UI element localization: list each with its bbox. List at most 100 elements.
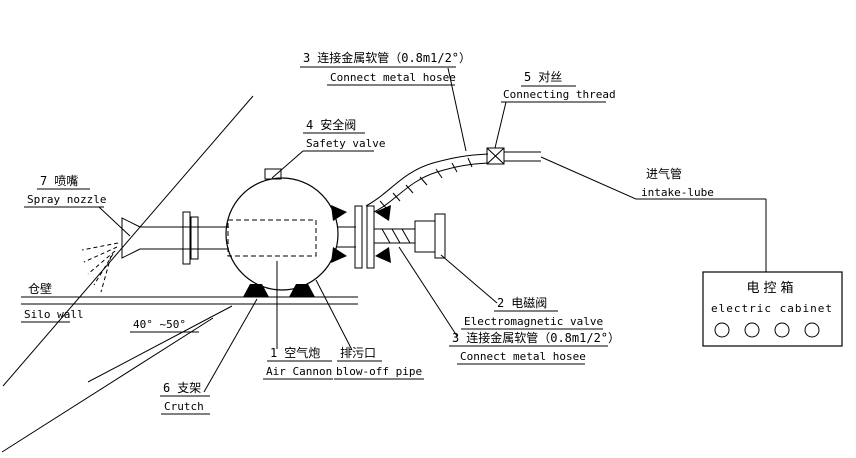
hose-tick <box>379 200 388 210</box>
cabinet-label-en: electric cabinet <box>711 302 833 315</box>
cabinet-label-zh: 电控箱 <box>746 280 797 296</box>
weld-arrow <box>375 205 391 221</box>
hose-curve <box>365 153 489 207</box>
label-mount-angle: 40° ~50° <box>130 318 199 333</box>
hose-hatch <box>401 228 411 244</box>
leader-line <box>203 298 258 393</box>
air-cannon-tank <box>225 168 339 297</box>
spray-nozzle-shape <box>121 217 141 259</box>
label-en: intake-lube <box>641 186 714 199</box>
hose-tick <box>435 168 443 179</box>
label-number: 6 <box>163 381 170 395</box>
label-number: 3 <box>452 331 459 345</box>
label-text: 3 连接金属软管（0.8m1/2°） <box>452 330 620 345</box>
label-number: 3 <box>303 51 310 65</box>
spray-line <box>81 242 119 251</box>
tank-body <box>225 177 339 291</box>
electric-cabinet: 电控箱 electric cabinet <box>702 271 843 347</box>
label-en: Safety valve <box>306 137 385 150</box>
label-en: Electromagnetic valve <box>464 315 603 328</box>
pipe-flange-plate <box>182 211 191 265</box>
cabinet-knob <box>714 322 730 338</box>
label-zh: 连接金属软管（0.8m1/2°） <box>466 330 620 345</box>
mount-angle-line <box>87 305 233 383</box>
label-text: 1 空气炮 <box>270 345 320 360</box>
label-number: 5 <box>524 70 531 84</box>
label-number: 7 <box>40 174 47 188</box>
hose-tick <box>451 162 458 173</box>
cabinet-box <box>702 271 843 347</box>
label-silo-wall: 仓壁 Silo wall <box>21 281 84 323</box>
safety-valve-fitting <box>264 168 282 180</box>
label-zh: 连接金属软管（0.8m1/2°） <box>317 50 471 65</box>
valve-cross <box>486 147 505 165</box>
hose-curve <box>373 162 489 213</box>
discharge-pipe <box>81 211 229 293</box>
label-en: Crutch <box>164 400 204 413</box>
label-connecting-thread: 5 对丝 Connecting thread <box>494 70 616 149</box>
label-number: 2 <box>497 296 504 310</box>
leader-line <box>398 246 458 337</box>
hose-tick <box>467 157 473 168</box>
weld-arrow <box>331 205 347 221</box>
intake-leader-line <box>540 156 637 200</box>
label-zh: 空气炮 <box>284 345 320 360</box>
hose-tick <box>392 192 401 202</box>
label-text: 2 电磁阀 <box>497 295 547 310</box>
hose-tick <box>405 184 414 194</box>
leader-line <box>271 150 304 179</box>
tank-inner-tube-dashed <box>227 219 317 257</box>
label-zh: 对丝 <box>538 70 562 84</box>
hose-hatch <box>381 228 391 244</box>
tank-foot-right <box>289 284 315 297</box>
cabinet-knob <box>744 322 760 338</box>
label-en: Connect metal hosee <box>460 350 586 363</box>
label-text: 3 连接金属软管（0.8m1/2°） <box>303 50 471 65</box>
label-en: Connecting thread <box>503 88 616 101</box>
leader-line <box>447 67 467 152</box>
label-air-cannon: 1 空气炮 Air Cannon <box>263 261 333 380</box>
label-en: Air Cannon <box>266 365 332 378</box>
label-intake-tube: 进气管 intake-lube <box>641 166 714 199</box>
label-solenoid-valve: 2 电磁阀 Electromagnetic valve <box>440 254 603 330</box>
label-zh: 进气管 <box>646 166 682 181</box>
valve-assembly <box>331 205 446 269</box>
label-safety-valve: 4 安全阀 Safety valve <box>271 117 385 179</box>
solenoid-end-flange <box>434 213 446 259</box>
intake-line <box>486 147 767 272</box>
leader-line <box>494 101 507 149</box>
pipe-flange-plate <box>190 216 199 260</box>
label-number: 4 <box>306 118 313 132</box>
label-zh: 排污口 <box>340 346 376 360</box>
label-zh: 安全阀 <box>320 117 356 132</box>
cabinet-knob <box>774 322 790 338</box>
label-en: blow-off pipe <box>336 365 422 378</box>
label-text: 5 对丝 <box>524 70 562 84</box>
label-zh: 电磁阀 <box>511 295 547 310</box>
leader-line <box>440 254 498 304</box>
spray-line <box>100 255 112 293</box>
spray-line <box>93 253 114 286</box>
weld-arrow <box>331 247 347 263</box>
label-zh: 仓壁 <box>28 281 52 296</box>
metal-hose-top <box>365 153 489 213</box>
label-angle: 40° ~50° <box>133 318 186 331</box>
leader-line <box>98 206 131 237</box>
silo-diagonal-line <box>2 95 254 387</box>
label-text: 4 安全阀 <box>306 117 356 132</box>
label-number: 1 <box>270 346 277 360</box>
label-en: Silo wall <box>24 308 84 321</box>
label-en: Spray nozzle <box>27 193 106 206</box>
flange-plate <box>366 205 375 269</box>
hose-tick <box>419 176 428 186</box>
spray-line <box>83 246 118 263</box>
label-metal-hose-bottom: 3 连接金属软管（0.8m1/2°） Connect metal hosee <box>398 246 620 365</box>
structure-lines <box>1 95 358 453</box>
